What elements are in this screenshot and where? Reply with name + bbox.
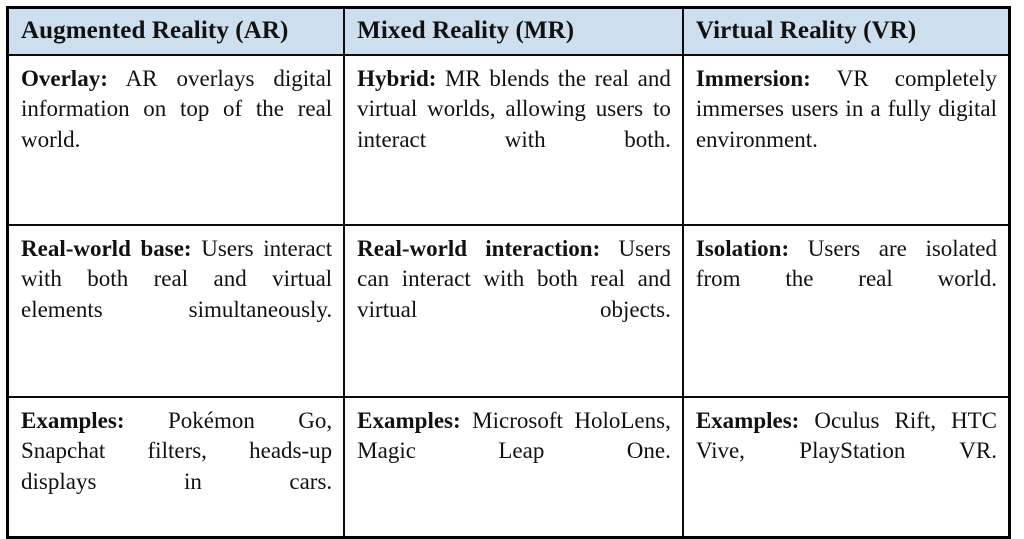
table-body: Overlay: AR overlays digital information…	[6, 53, 1011, 539]
column-header-vr: Virtual Reality (VR)	[681, 6, 1011, 56]
column-header-mr: Mixed Reality (MR)	[343, 6, 684, 56]
cell-text: Examples: Oculus Rift, HTC Vive, PlaySta…	[696, 406, 997, 498]
cell-mr-user-experience: Real-world interaction: Users can intera…	[343, 223, 684, 398]
cell-lead-label: Immersion:	[695, 65, 811, 91]
cell-lead-label: Real-world base:	[21, 235, 192, 261]
reality-comparison-table: Augmented Reality (AR) Mixed Reality (MR…	[6, 6, 1011, 539]
cell-text: Immersion: VR completely immerses users …	[696, 64, 997, 186]
cell-lead-label: Examples:	[21, 407, 125, 433]
cell-text: Overlay: AR overlays digital information…	[21, 64, 332, 186]
column-header-mr-label: Mixed Reality (MR)	[357, 17, 575, 44]
cell-mr-examples: Examples: Microsoft HoloLens, Magic Leap…	[343, 395, 684, 539]
cell-text: Examples: Microsoft HoloLens, Magic Leap…	[357, 406, 671, 498]
table-row: Overlay: AR overlays digital information…	[6, 53, 1011, 226]
cell-vr-examples: Examples: Oculus Rift, HTC Vive, PlaySta…	[681, 395, 1011, 539]
column-header-vr-label: Virtual Reality (VR)	[695, 17, 917, 44]
page-container: Augmented Reality (AR) Mixed Reality (MR…	[6, 6, 1011, 539]
cell-body-text: Pokémon Go, Snapchat filters, heads-up d…	[21, 407, 333, 494]
cell-body-text: Oculus Rift, HTC Vive, PlayStation VR.	[695, 407, 997, 464]
cell-lead-label: Hybrid:	[357, 65, 437, 91]
table-row: Real-world base: Users interact with bot…	[6, 223, 1011, 398]
cell-lead-label: Isolation:	[695, 235, 790, 261]
cell-text: Isolation: Users are isolated from the r…	[696, 234, 997, 326]
cell-ar-core-concept: Overlay: AR overlays digital information…	[6, 53, 346, 226]
cell-text: Examples: Pokémon Go, Snapchat filters, …	[21, 406, 332, 528]
cell-body-text: Microsoft HoloLens, Magic Leap One.	[357, 407, 671, 464]
cell-mr-core-concept: Hybrid: MR blends the real and virtual w…	[343, 53, 684, 226]
cell-body-text: Users interact with both real and virtua…	[21, 235, 333, 322]
cell-lead-label: Examples:	[357, 407, 461, 433]
column-header-ar: Augmented Reality (AR)	[6, 6, 346, 56]
cell-body-text: Users are isolated from the real world.	[695, 235, 997, 292]
cell-lead-label: Overlay:	[21, 65, 108, 91]
cell-ar-user-experience: Real-world base: Users interact with bot…	[6, 223, 346, 398]
table-row: Examples: Pokémon Go, Snapchat filters, …	[6, 395, 1011, 539]
table-header: Augmented Reality (AR) Mixed Reality (MR…	[6, 6, 1011, 56]
cell-body-text: VR completely immerses users in a fully …	[695, 65, 997, 152]
cell-body-text: AR overlays digital information on top o…	[21, 65, 333, 152]
cell-text: Hybrid: MR blends the real and virtual w…	[357, 64, 671, 186]
cell-vr-core-concept: Immersion: VR completely immerses users …	[681, 53, 1011, 226]
cell-body-text: MR blends the real and virtual worlds, a…	[357, 65, 671, 152]
column-header-ar-label: Augmented Reality (AR)	[21, 17, 289, 44]
cell-ar-examples: Examples: Pokémon Go, Snapchat filters, …	[6, 395, 346, 539]
cell-body-text: Users can interact with both real and vi…	[357, 235, 671, 322]
cell-text: Real-world base: Users interact with bot…	[21, 234, 332, 356]
cell-text: Real-world interaction: Users can intera…	[357, 234, 671, 356]
cell-lead-label: Examples:	[695, 407, 800, 433]
header-row: Augmented Reality (AR) Mixed Reality (MR…	[6, 6, 1011, 56]
cell-lead-label: Real-world interaction:	[357, 235, 601, 261]
cell-vr-user-experience: Isolation: Users are isolated from the r…	[681, 223, 1011, 398]
